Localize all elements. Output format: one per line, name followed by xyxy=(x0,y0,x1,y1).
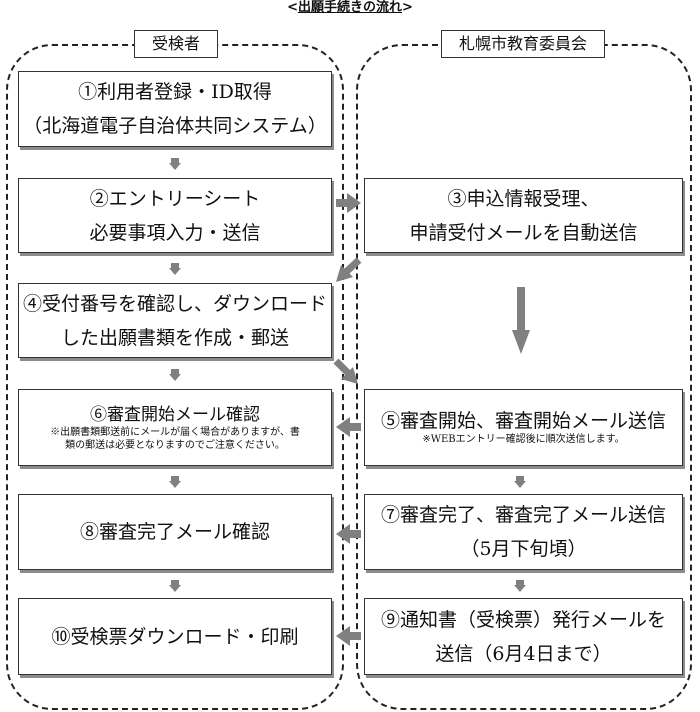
step-8-title: ⑧審査完了メール確認 xyxy=(79,521,270,543)
arrow-down-icon xyxy=(514,476,526,488)
step-2-subtitle: 必要事項入力・送信 xyxy=(89,221,261,244)
step-5-title: ⑤審査開始、審査開始メール送信 xyxy=(380,410,666,432)
arrow-left-icon xyxy=(336,524,361,544)
arrow-down-icon xyxy=(169,580,181,592)
title-close-bracket: > xyxy=(402,0,413,15)
step-3-subtitle: 申請受付メールを自動送信 xyxy=(409,221,638,244)
arrow-down-icon xyxy=(169,158,181,170)
step-6-box: ⑥審査開始メール確認 ※出願書類郵送前にメールが届く場合がありますが、書 類の郵… xyxy=(18,389,332,466)
step-1-box: ①利用者登録・ID取得 （北海道電子自治体共同システム） xyxy=(18,71,332,147)
step-9-subtitle: 送信（6月4日まで） xyxy=(435,642,612,665)
step-9-box: ⑨通知書（受検票）発行メールを 送信（6月4日まで） xyxy=(364,598,683,675)
applicant-lane-header: 受検者 xyxy=(134,30,218,58)
arrow-down-icon xyxy=(512,287,530,354)
page-title: <出願手続きの流れ> xyxy=(0,0,700,16)
arrow-down-icon xyxy=(514,580,526,592)
step-9-title: ⑨通知書（受検票）発行メールを xyxy=(380,608,666,631)
step-1-subtitle: （北海道電子自治体共同システム） xyxy=(23,115,327,137)
step-6-title: ⑥審査開始メール確認 xyxy=(90,404,260,425)
step-5-box: ⑤審査開始、審査開始メール送信 ※WEBエントリー確認後に順次送信します。 xyxy=(364,389,683,466)
step-2-title: ②エントリーシート xyxy=(89,187,261,210)
step-4-box: ④受付番号を確認し、ダウンロード した出願書類を作成・郵送 xyxy=(18,283,332,358)
step-2-box: ②エントリーシート 必要事項入力・送信 xyxy=(18,178,332,253)
arrow-down-icon xyxy=(169,369,181,381)
step-6-note-line-1: ※出願書類郵送前にメールが届く場合がありますが、書 xyxy=(50,426,300,438)
step-10-box: ⑩受検票ダウンロード・印刷 xyxy=(18,598,332,675)
step-1-title: ①利用者登録・ID取得 xyxy=(78,81,272,103)
arrow-down-icon xyxy=(169,263,181,275)
board-lane-header: 札幌市教育委員会 xyxy=(441,30,605,58)
step-10-title: ⑩受検票ダウンロード・印刷 xyxy=(51,625,299,648)
step-4-subtitle: した出願書類を作成・郵送 xyxy=(60,326,289,349)
arrow-left-icon xyxy=(336,417,361,437)
step-8-box: ⑧審査完了メール確認 xyxy=(18,494,332,570)
title-text: 出願手続きの流れ xyxy=(297,0,402,15)
title-open-bracket: < xyxy=(287,0,298,15)
step-4-title: ④受付番号を確認し、ダウンロード xyxy=(22,292,327,315)
step-7-box: ⑦審査完了、審査完了メール送信 （5月下旬頃） xyxy=(364,494,683,570)
step-6-note-line-2: 類の郵送は必要となりますのでご注意ください。 xyxy=(65,439,285,451)
step-3-title: ③申込情報受理、 xyxy=(447,187,600,210)
step-7-title: ⑦審査完了、審査完了メール送信 xyxy=(380,504,666,526)
step-5-note: ※WEBエントリー確認後に順次送信します。 xyxy=(422,434,625,445)
arrow-right-icon xyxy=(336,193,361,213)
arrow-diagonal-icon xyxy=(336,257,362,282)
arrow-left-icon xyxy=(336,626,361,646)
step-3-box: ③申込情報受理、 申請受付メールを自動送信 xyxy=(364,178,683,253)
arrow-down-icon xyxy=(169,476,181,488)
arrow-diagonal-icon xyxy=(333,358,358,384)
step-7-subtitle: （5月下旬頃） xyxy=(460,538,587,560)
